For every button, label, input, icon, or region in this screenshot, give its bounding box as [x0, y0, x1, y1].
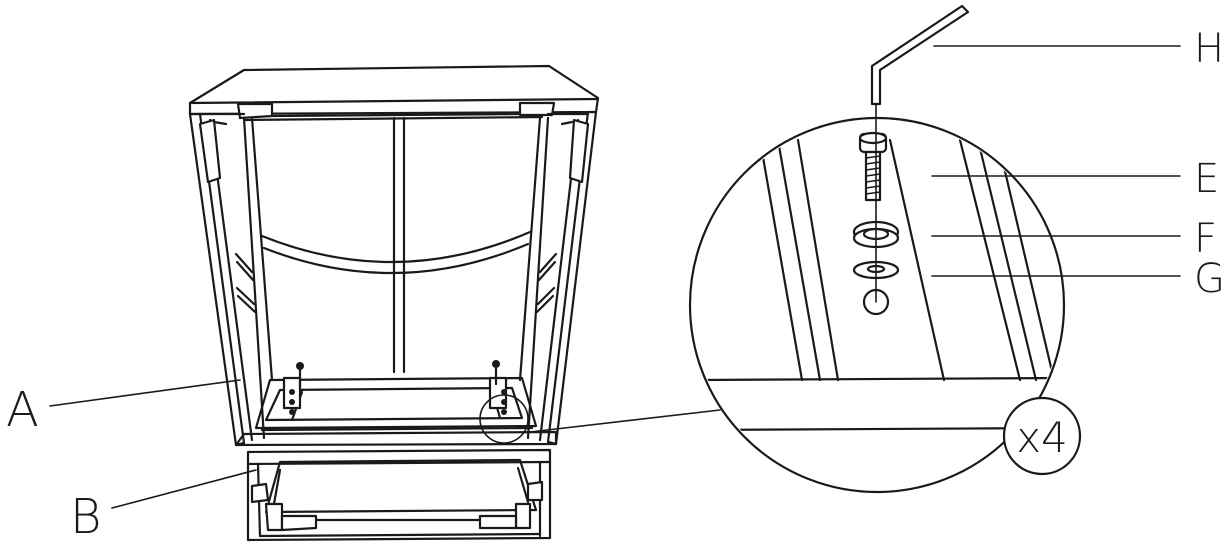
detail-magnifier: x4: [529, 4, 1082, 494]
quantity-circle: [1002, 396, 1082, 476]
label-a: A: [6, 382, 39, 438]
base-unit-b: [246, 448, 552, 542]
left-side-frame: [188, 112, 246, 447]
quantity-label: x4: [1016, 413, 1068, 462]
bolts-right: [488, 360, 508, 415]
label-h: H: [1194, 26, 1224, 72]
detail-circle-small: [479, 394, 529, 444]
detail-leader-line: [529, 409, 721, 433]
top-bracket-left: [236, 102, 274, 120]
callouts: A B H E F G: [6, 26, 1225, 545]
cabinet-unit-a: [188, 64, 600, 447]
label-e: E: [1194, 156, 1219, 202]
allen-key-h: [870, 4, 970, 106]
right-side-frame: [546, 110, 598, 446]
bottom-frame: [234, 430, 558, 447]
bolts-left: [282, 362, 304, 415]
label-g: G: [1194, 256, 1225, 302]
label-f: F: [1194, 216, 1217, 262]
label-b: B: [70, 489, 101, 545]
